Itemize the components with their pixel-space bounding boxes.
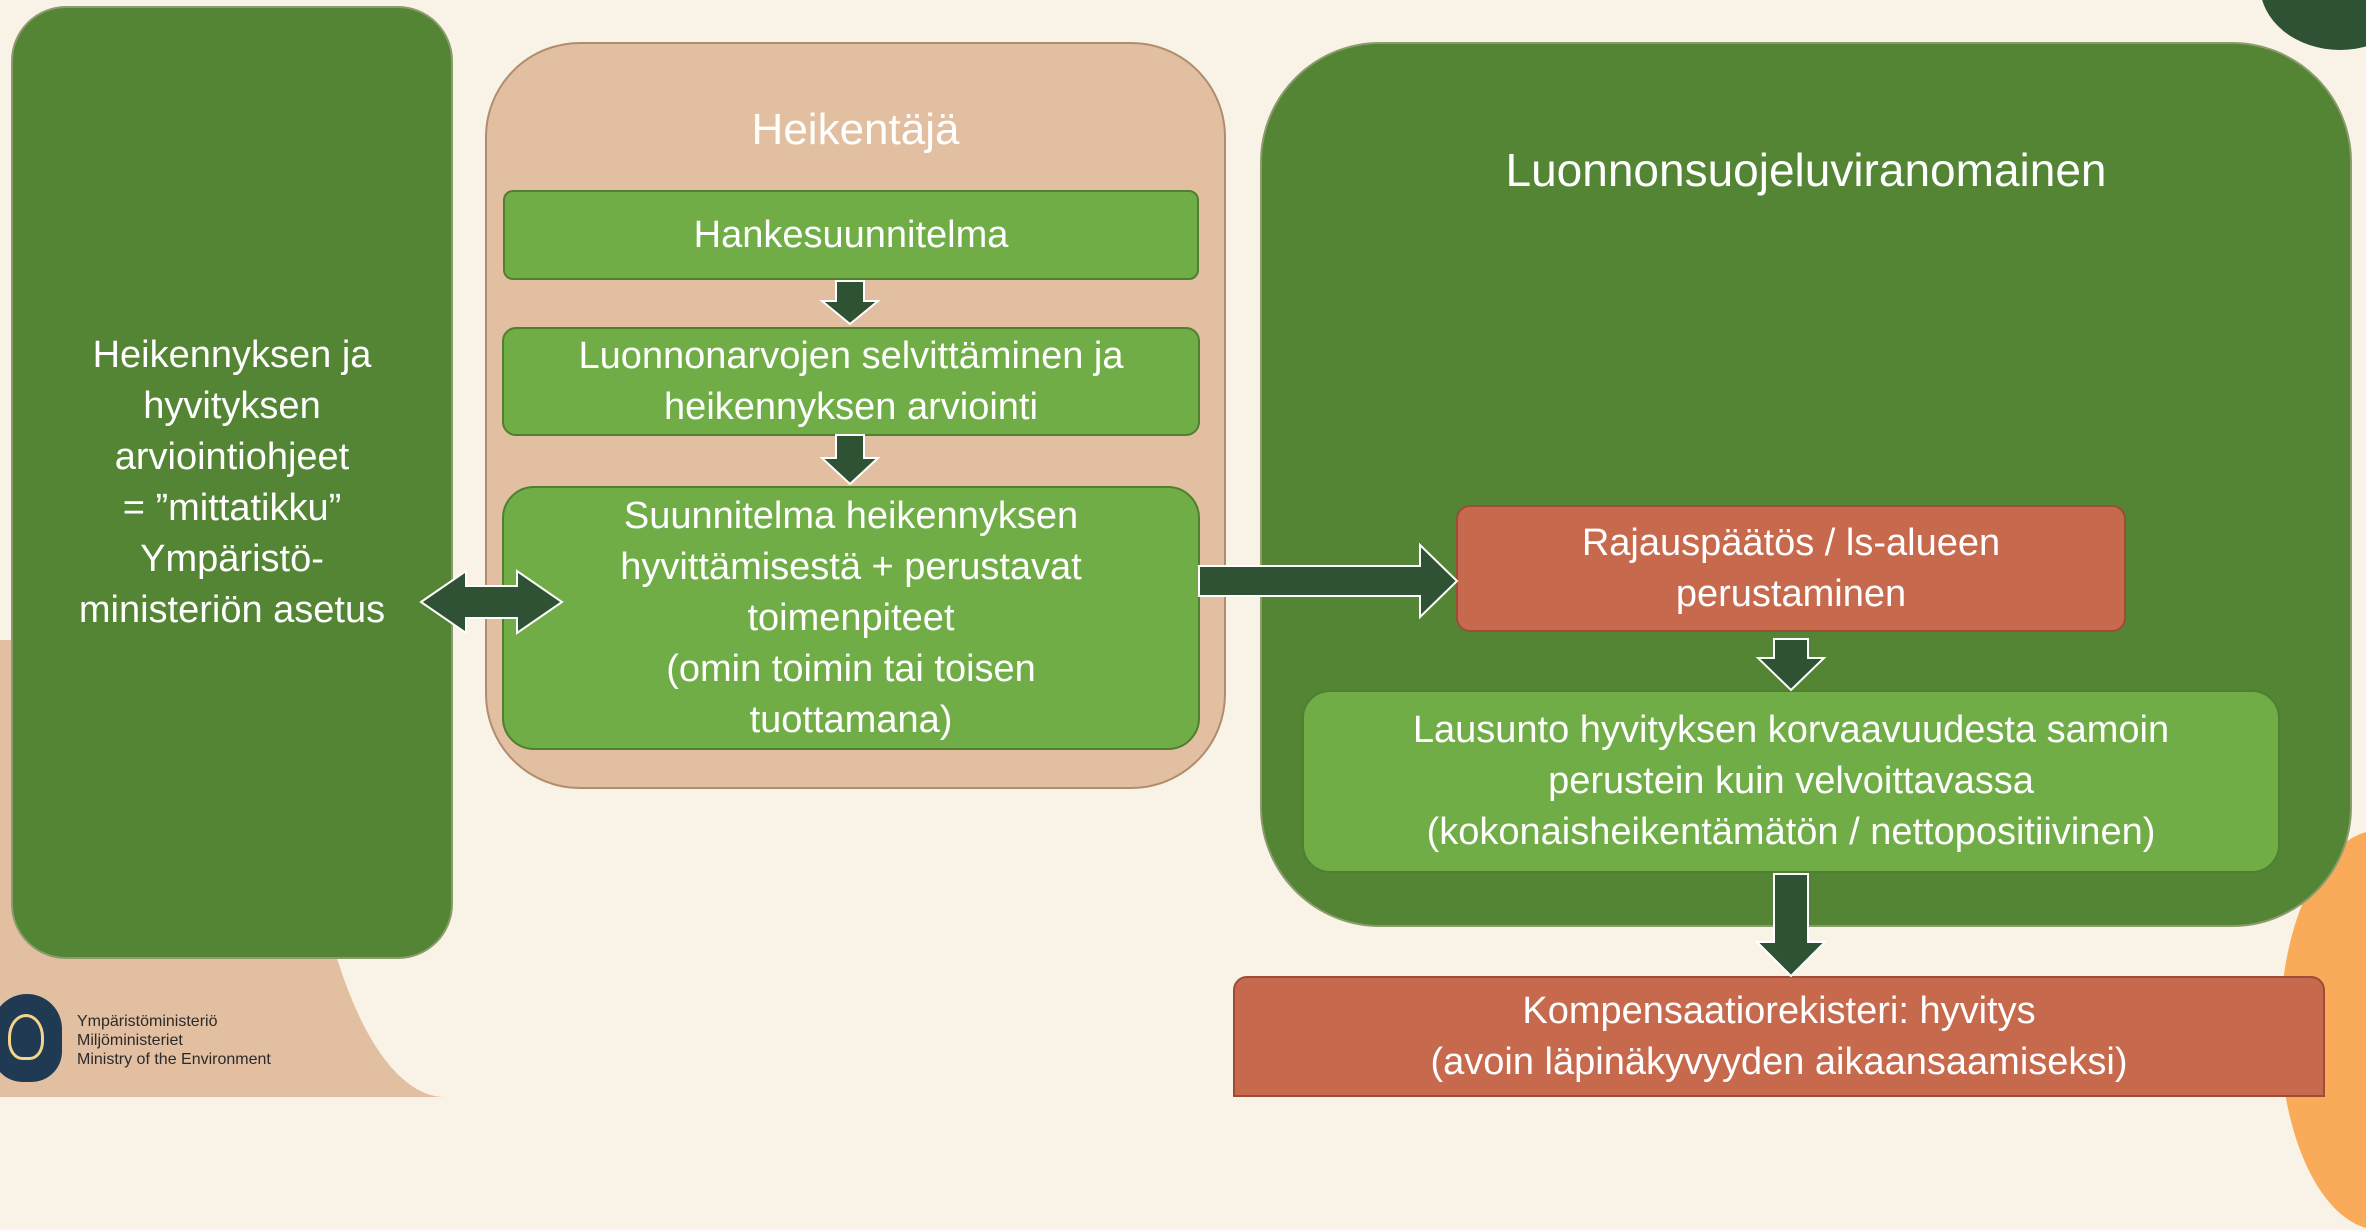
step-compensation-plan: Suunnitelma heikennyksen hyvittämisestä … — [502, 486, 1200, 750]
assessment-guidelines-panel: Heikennyksen ja hyvityksen arviointiohje… — [11, 6, 453, 959]
assessment-guidelines-text: Heikennyksen ja hyvityksen arviointiohje… — [78, 333, 386, 631]
statement-text: Lausunto hyvityksen korvaavuudesta samoi… — [1412, 709, 2170, 853]
ministry-logo-text: Ympäristöministeriö Miljöministeriet Min… — [77, 1013, 271, 1068]
step-nature-values: Luonnonarvojen selvittäminen ja heikenny… — [502, 327, 1200, 436]
heikentaja-title: Heikentäjä — [751, 105, 960, 154]
step-project-plan-text: Hankesuunnitelma — [693, 213, 1009, 256]
authority-title: Luonnonsuojeluviranomainen — [1505, 144, 2107, 196]
flow-arrows — [419, 280, 1828, 978]
double-arrow — [419, 569, 564, 635]
compensation-register-box: Kompensaatiorekisteri: hyvitys (avoin lä… — [1233, 976, 2325, 1097]
down-arrow-4 — [1754, 873, 1828, 978]
down-arrow-1 — [819, 280, 881, 326]
decision-text: Rajauspäätös / ls-alueen perustaminen — [1581, 521, 2001, 615]
statement-box: Lausunto hyvityksen korvaavuudesta samoi… — [1302, 690, 2280, 873]
right-arrow — [1198, 542, 1459, 620]
step-compensation-plan-text: Suunnitelma heikennyksen hyvittämisestä … — [620, 494, 1082, 741]
step-nature-values-text: Luonnonarvojen selvittäminen ja heikenny… — [578, 334, 1124, 428]
down-arrow-2 — [819, 434, 881, 486]
lion-crest-mark — [8, 1014, 44, 1060]
compensation-register-text: Kompensaatiorekisteri: hyvitys (avoin lä… — [1430, 989, 2128, 1083]
down-arrow-3 — [1755, 638, 1827, 692]
decision-box: Rajauspäätös / ls-alueen perustaminen — [1456, 505, 2126, 632]
step-project-plan: Hankesuunnitelma — [503, 190, 1199, 280]
